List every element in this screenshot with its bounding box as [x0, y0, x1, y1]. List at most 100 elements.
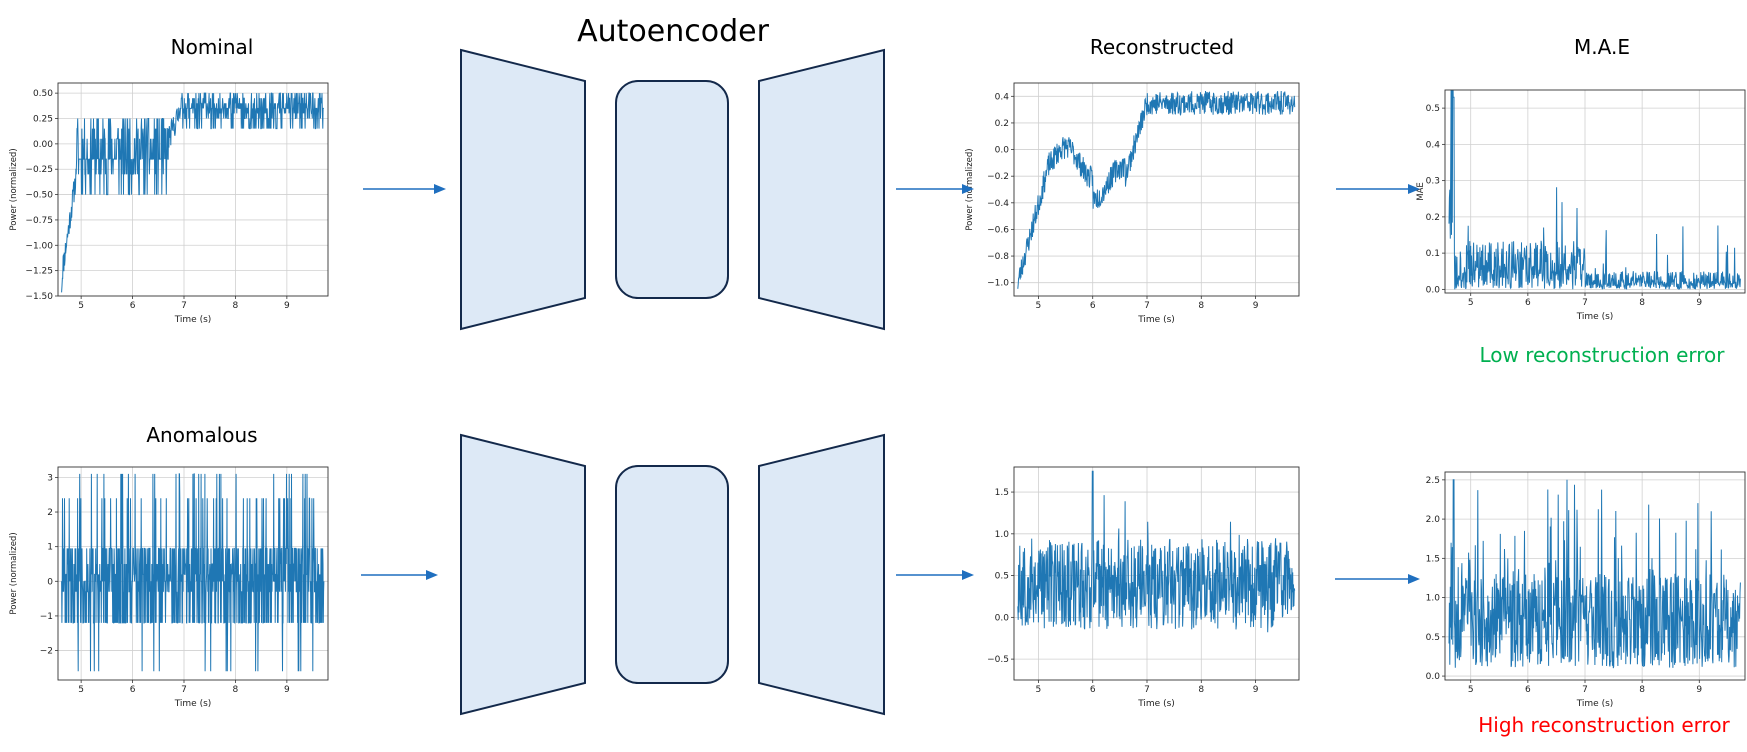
arrow-reconstructed-to-mae: [1336, 184, 1420, 194]
y-tick-label: −0.50: [25, 191, 53, 201]
y-tick-label: 2.0: [1426, 515, 1441, 525]
x-tick-label: 7: [181, 685, 187, 695]
y-tick-label: 1.5: [995, 488, 1009, 498]
latent-block: [615, 465, 729, 684]
x-axis-label: Time (s): [174, 699, 212, 709]
y-tick-label: 1.0: [995, 530, 1010, 540]
nominal-reconstructed-series-line: [1017, 90, 1296, 289]
y-tick-label: 2.5: [1426, 476, 1440, 486]
x-tick-label: 6: [1090, 685, 1096, 695]
y-tick-label: 0.5: [995, 572, 1009, 582]
plot-background: [1014, 467, 1299, 680]
x-tick-label: 6: [1090, 301, 1096, 311]
y-tick-label: 1.5: [1426, 554, 1440, 564]
plot-frame: [1444, 471, 1746, 681]
y-tick-label: 0.1: [1426, 249, 1440, 259]
arrow-decoder-to-reconstructed: [896, 184, 974, 194]
autoencoder-top: [460, 48, 885, 331]
plot-frame: [57, 82, 329, 297]
x-tick-label: 7: [1144, 301, 1150, 311]
x-axis-label: Time (s): [1576, 699, 1614, 709]
y-tick-label: −1.0: [987, 279, 1009, 289]
y-tick-label: 0.2: [1426, 213, 1440, 223]
x-tick-label: 8: [1639, 298, 1645, 308]
x-axis-label: Time (s): [1137, 315, 1175, 325]
x-tick-label: 8: [1198, 301, 1204, 311]
autoencoder-title: Autoencoder: [577, 14, 769, 49]
mae-title: M.A.E: [1574, 35, 1630, 59]
y-tick-label: −0.75: [25, 216, 53, 226]
arrow-reconstructed-to-mae-anomalous: [1335, 574, 1420, 584]
y-tick-label: 0: [47, 577, 53, 587]
y-tick-label: 0.2: [995, 119, 1009, 129]
y-tick-label: −0.4: [987, 199, 1009, 209]
y-tick-label: 0.0: [995, 613, 1010, 623]
x-tick-label: 7: [181, 301, 187, 311]
x-tick-label: 9: [284, 685, 290, 695]
x-tick-label: 6: [1525, 685, 1531, 695]
arrow-nominal-to-encoder: [363, 184, 446, 194]
y-tick-label: 0.3: [1426, 177, 1440, 187]
x-tick-label: 8: [1639, 685, 1645, 695]
x-axis-label: Time (s): [174, 315, 212, 325]
x-tick-label: 5: [1468, 298, 1474, 308]
encoder-block: [460, 433, 586, 716]
x-tick-label: 9: [1253, 685, 1259, 695]
x-tick-label: 8: [1198, 685, 1204, 695]
x-tick-label: 6: [130, 685, 136, 695]
y-axis-label: MAE: [1416, 182, 1426, 201]
y-tick-label: 0.50: [33, 89, 53, 99]
y-tick-label: −1.25: [25, 267, 53, 277]
plot-background: [58, 83, 328, 296]
low-error-label: Low reconstruction error: [1479, 343, 1725, 367]
x-tick-label: 9: [284, 301, 290, 311]
decoder-block: [758, 48, 885, 331]
y-tick-label: 0.0: [995, 146, 1010, 156]
x-tick-label: 9: [1696, 298, 1702, 308]
x-tick-label: 5: [1468, 685, 1474, 695]
y-tick-label: 1: [47, 543, 53, 553]
anomalous-input-series-line: [61, 473, 325, 672]
plot-frame: [1013, 82, 1300, 297]
reconstructed-title: Reconstructed: [1089, 35, 1235, 59]
autoencoder-bottom: [460, 433, 885, 716]
plot-frame: [1444, 89, 1746, 294]
nominal-input-series-line: [61, 92, 324, 293]
anomalous-title: Anomalous: [146, 423, 258, 447]
y-tick-label: −1: [40, 612, 53, 622]
x-tick-label: 5: [1036, 685, 1042, 695]
y-tick-label: −0.8: [987, 252, 1009, 262]
x-tick-label: 7: [1144, 685, 1150, 695]
encoder-block: [460, 48, 586, 331]
y-tick-label: −0.25: [25, 165, 53, 175]
x-axis-label: Time (s): [1137, 699, 1175, 709]
x-tick-label: 9: [1696, 685, 1702, 695]
x-tick-label: 6: [130, 301, 136, 311]
plot-frame: [57, 466, 329, 681]
y-tick-label: −0.6: [987, 225, 1009, 235]
y-tick-label: 0.5: [1426, 633, 1440, 643]
y-tick-label: 0.00: [33, 140, 53, 150]
y-tick-label: −1.50: [25, 292, 53, 302]
x-tick-label: 8: [233, 685, 239, 695]
y-tick-label: 0.0: [1426, 285, 1441, 295]
y-tick-label: −1.00: [25, 241, 53, 251]
flow-arrows: [361, 184, 1420, 584]
x-tick-label: 9: [1253, 301, 1259, 311]
plot-background: [1014, 83, 1299, 296]
x-tick-label: 7: [1582, 298, 1588, 308]
latent-block: [615, 80, 729, 299]
y-tick-label: 3: [47, 473, 53, 483]
anomalous-mae-series-line: [1448, 479, 1741, 669]
y-tick-label: −0.2: [987, 172, 1009, 182]
x-tick-label: 8: [233, 301, 239, 311]
plot-frame: [1013, 466, 1300, 681]
y-tick-label: 0.4: [1426, 140, 1441, 150]
y-tick-label: 1.0: [1426, 594, 1441, 604]
